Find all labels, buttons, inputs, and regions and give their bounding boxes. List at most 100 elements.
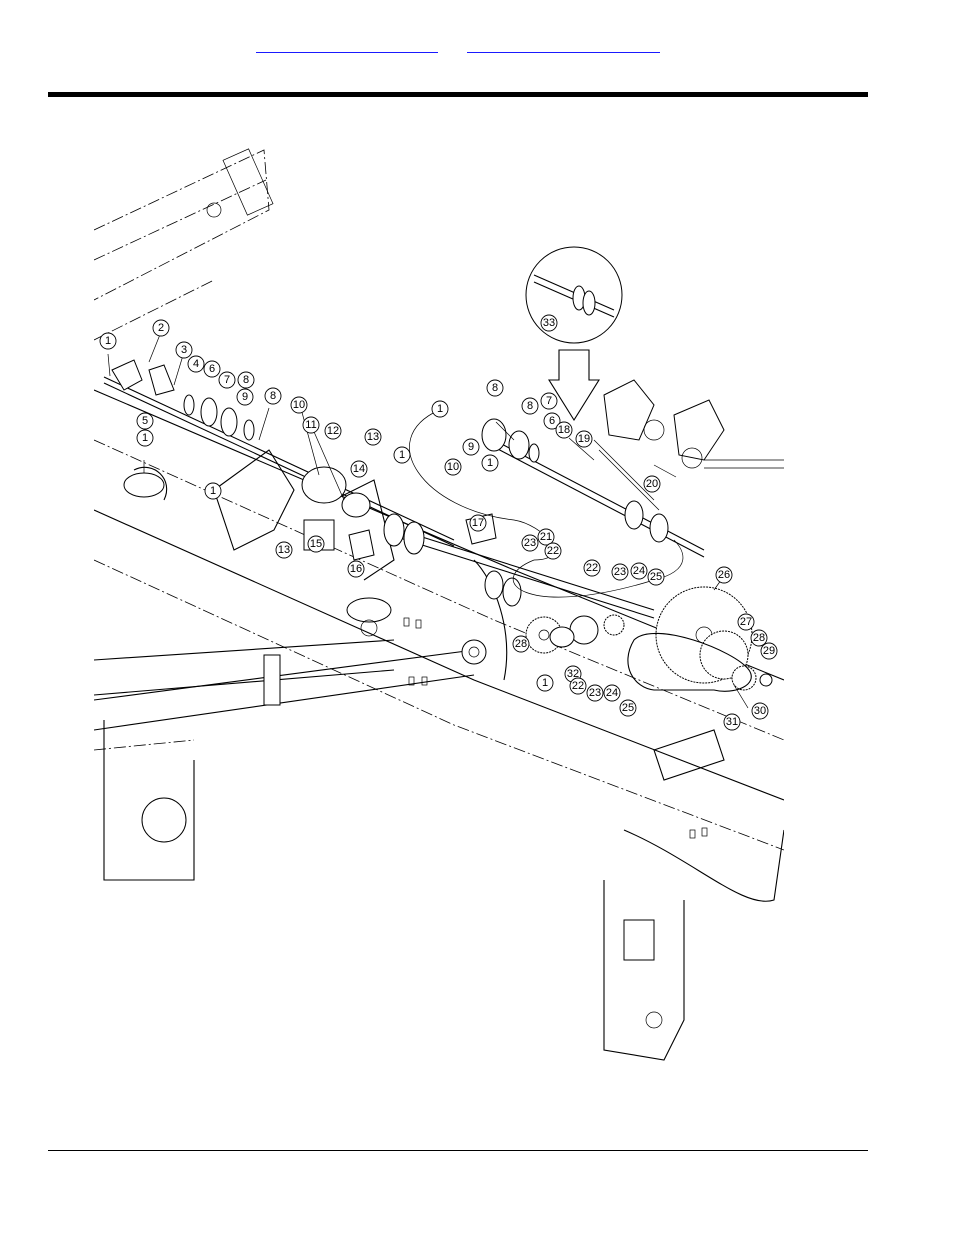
footer-rule [48, 1150, 868, 1151]
callout: 8 [265, 388, 281, 404]
callout: 10 [445, 459, 461, 475]
svg-text:27: 27 [740, 616, 752, 628]
top-links [0, 42, 954, 58]
callout: 24 [631, 563, 647, 579]
callout: 5 [137, 413, 153, 429]
lower-left-leg [94, 720, 194, 880]
callout: 20 [644, 476, 660, 492]
callout: 28 [513, 636, 529, 652]
svg-text:19: 19 [578, 433, 590, 445]
callout: 27 [738, 614, 754, 630]
svg-text:22: 22 [547, 545, 559, 557]
callout: 6 [204, 361, 220, 377]
callout: 7 [219, 372, 235, 388]
svg-text:23: 23 [614, 566, 626, 578]
callout: 18 [556, 422, 572, 438]
callout: 8 [487, 380, 503, 396]
svg-text:16: 16 [350, 563, 362, 575]
callout: 1 [137, 430, 153, 446]
svg-text:23: 23 [524, 537, 536, 549]
header-rule [48, 92, 868, 97]
callout: 13 [365, 429, 381, 445]
svg-text:21: 21 [540, 531, 552, 543]
top-link-1[interactable] [256, 42, 438, 53]
svg-text:5: 5 [142, 415, 148, 427]
callout: 1 [394, 447, 410, 463]
svg-text:28: 28 [753, 632, 765, 644]
svg-text:24: 24 [633, 565, 645, 577]
svg-text:15: 15 [310, 538, 322, 550]
svg-text:8: 8 [492, 382, 498, 394]
callout: 22 [545, 543, 561, 559]
callout: 1 [482, 455, 498, 471]
svg-text:12: 12 [327, 425, 339, 437]
svg-text:6: 6 [549, 415, 555, 427]
svg-text:1: 1 [437, 403, 443, 415]
callout: 22 [584, 560, 600, 576]
upper-frame-beam [94, 149, 273, 340]
callout: 26 [716, 567, 732, 583]
svg-text:17: 17 [472, 517, 484, 529]
svg-text:7: 7 [546, 395, 552, 407]
callout: 14 [351, 461, 367, 477]
callout: 13 [276, 542, 292, 558]
svg-text:8: 8 [270, 390, 276, 402]
svg-text:25: 25 [650, 571, 662, 583]
callout: 2 [153, 320, 169, 336]
svg-text:25: 25 [622, 702, 634, 714]
svg-text:30: 30 [754, 705, 766, 717]
svg-text:26: 26 [718, 569, 730, 581]
svg-text:1: 1 [105, 335, 111, 347]
callout: 24 [604, 685, 620, 701]
svg-text:14: 14 [353, 463, 365, 475]
svg-text:9: 9 [468, 441, 474, 453]
svg-text:8: 8 [527, 400, 533, 412]
callout: 1 [205, 483, 221, 499]
svg-text:6: 6 [209, 363, 215, 375]
callout: 10 [291, 397, 307, 413]
svg-text:28: 28 [515, 638, 527, 650]
svg-text:3: 3 [181, 344, 187, 356]
svg-text:23: 23 [589, 687, 601, 699]
svg-text:31: 31 [726, 716, 738, 728]
top-link-2[interactable] [467, 42, 660, 53]
callout: 1 [100, 333, 116, 349]
parts-diagram: 1 2 3 4 6 7 8 5 9 1 8 10 11 1 12 13 1 14… [94, 140, 784, 1078]
callout: 33 [541, 315, 557, 331]
svg-text:9: 9 [242, 391, 248, 403]
svg-text:13: 13 [367, 431, 379, 443]
callout: 8 [238, 372, 254, 388]
callout: 22 [570, 678, 586, 694]
svg-text:22: 22 [586, 562, 598, 574]
callout: 16 [348, 561, 364, 577]
sprocket-chain-drive [526, 587, 772, 691]
callout: 23 [522, 535, 538, 551]
callout: 9 [463, 439, 479, 455]
row-units [594, 380, 784, 510]
callout: 25 [648, 569, 664, 585]
callout: 9 [237, 389, 253, 405]
svg-text:18: 18 [558, 424, 570, 436]
svg-text:2: 2 [158, 322, 164, 334]
svg-text:4: 4 [193, 358, 199, 370]
svg-text:20: 20 [646, 478, 658, 490]
svg-text:24: 24 [606, 687, 618, 699]
svg-text:8: 8 [243, 374, 249, 386]
callout: 4 [188, 356, 204, 372]
callout: 1 [432, 401, 448, 417]
exploded-view-drawing: 1 2 3 4 6 7 8 5 9 1 8 10 11 1 12 13 1 14… [94, 140, 784, 1078]
callout: 28 [751, 630, 767, 646]
lower-right-leg [604, 730, 784, 1060]
callout: 3 [176, 342, 192, 358]
svg-text:1: 1 [399, 449, 405, 461]
svg-text:29: 29 [763, 645, 775, 657]
callout: 11 [303, 417, 319, 433]
svg-text:1: 1 [542, 677, 548, 689]
svg-text:33: 33 [543, 317, 555, 329]
svg-text:1: 1 [210, 485, 216, 497]
callout: 29 [761, 643, 777, 659]
svg-text:10: 10 [447, 461, 459, 473]
callout: 8 [522, 398, 538, 414]
svg-text:10: 10 [293, 399, 305, 411]
svg-text:7: 7 [224, 374, 230, 386]
